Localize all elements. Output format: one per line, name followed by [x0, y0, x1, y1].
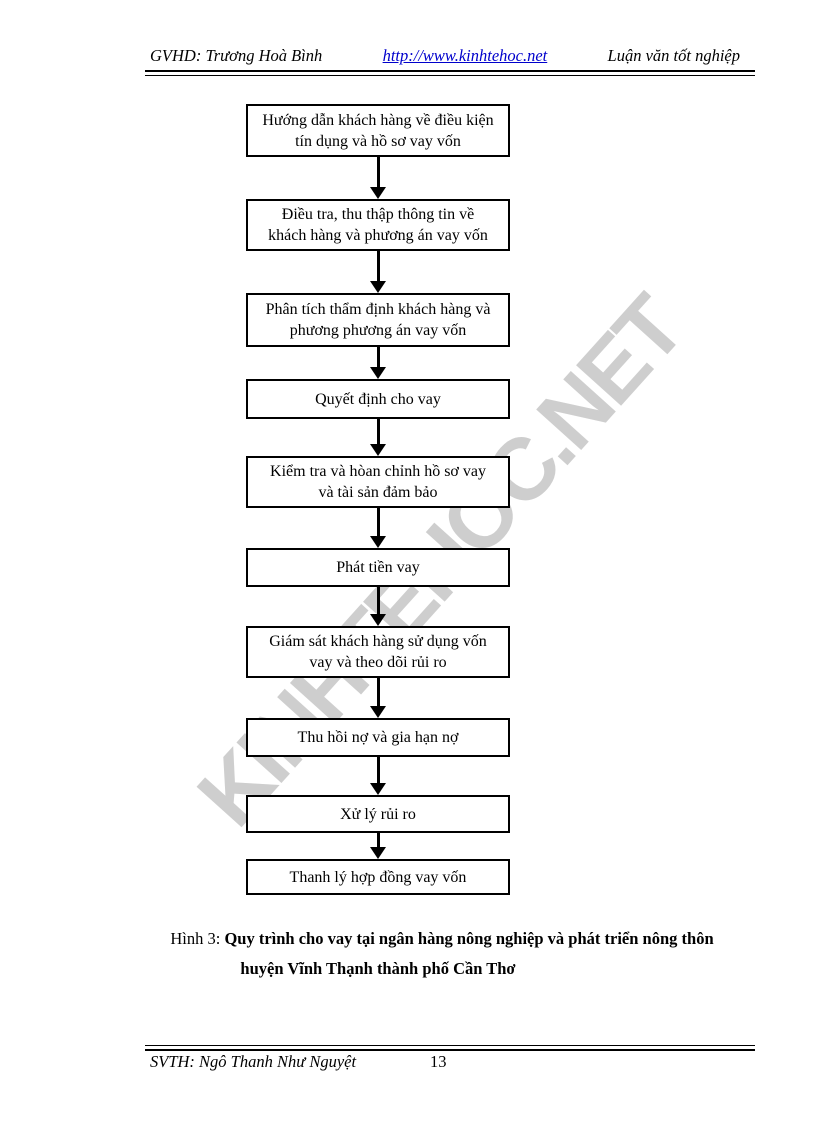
flow-step-7: Giám sát khách hàng sử dụng vốn vay và t… [246, 626, 510, 678]
arrow-down-icon [246, 757, 510, 795]
figure-caption-line1: Hình 3: Quy trình cho vay tại ngân hàng … [134, 929, 750, 949]
flow-step-5: Kiểm tra và hòan chỉnh hồ sơ vay và tài … [246, 456, 510, 508]
page-number: 13 [430, 1052, 447, 1071]
flow-step-9: Xử lý rủi ro [246, 795, 510, 833]
arrow-down-icon [246, 678, 510, 718]
flow-step-1: Hướng dẫn khách hàng về điều kiện tín dụ… [246, 104, 510, 157]
arrow-down-icon [246, 587, 510, 626]
page-header: GVHD: Trương Hoà Bình http://www.kinhteh… [150, 46, 740, 66]
figure-number: Hình 3: [170, 929, 225, 948]
flow-step-6: Phát tiền vay [246, 548, 510, 587]
figure-title-line2: huyện Vĩnh Thạnh thành phố Cần Thơ [240, 959, 516, 978]
figure-caption: Hình 3: Quy trình cho vay tại ngân hàng … [0, 929, 816, 979]
footer-rule [145, 1045, 755, 1051]
flow-step-2: Điều tra, thu thập thông tin về khách hà… [246, 199, 510, 251]
arrow-down-icon [246, 508, 510, 548]
arrow-down-icon [246, 157, 510, 199]
flow-step-10: Thanh lý hợp đồng vay vốn [246, 859, 510, 895]
arrow-down-icon [246, 347, 510, 379]
header-rule [145, 70, 755, 76]
arrow-down-icon [246, 833, 510, 859]
footer-student-text: SVTH: Ngô Thanh Như Nguyệt [150, 1052, 357, 1071]
flow-step-4: Quyết định cho vay [246, 379, 510, 419]
figure-title-line1: Quy trình cho vay tại ngân hàng nông ngh… [224, 929, 714, 948]
header-doc-type-text: Luận văn tốt nghiệp [607, 46, 740, 65]
arrow-down-icon [246, 419, 510, 456]
page-footer: SVTH: Ngô Thanh Như Nguyệt 13 [150, 1052, 740, 1072]
flow-step-8: Thu hồi nợ và gia hạn nợ [246, 718, 510, 757]
loan-process-flowchart: Hướng dẫn khách hàng về điều kiện tín dụ… [246, 104, 510, 895]
flow-step-3: Phân tích thẩm định khách hàng và phương… [246, 293, 510, 347]
header-advisor-text: GVHD: Trương Hoà Bình [150, 46, 323, 65]
arrow-down-icon [246, 251, 510, 293]
header-website-link[interactable]: http://www.kinhtehoc.net [382, 46, 548, 65]
